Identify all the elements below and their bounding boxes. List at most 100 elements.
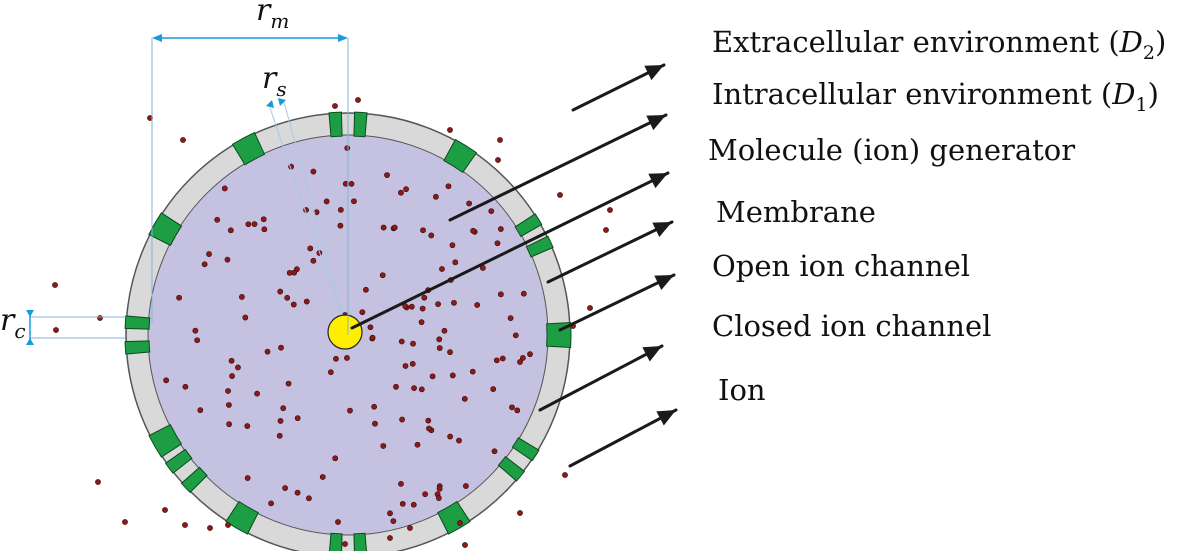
arrowhead: [656, 410, 676, 426]
ion: [333, 355, 339, 362]
arrowhead: [644, 65, 664, 81]
legend-open-channel: Open ion channel: [712, 249, 970, 283]
ion: [225, 402, 232, 408]
ion: [399, 416, 405, 423]
ion: [490, 386, 497, 392]
ion: [557, 192, 563, 198]
ion: [436, 345, 443, 351]
open-channel-right: [525, 235, 554, 258]
ion: [426, 425, 432, 432]
rc-dimension: rc: [0, 303, 125, 345]
rs-dimension: rs: [262, 61, 287, 108]
rm-dimension: rm: [151, 0, 349, 335]
arrow-membrane: [546, 220, 674, 284]
ion: [337, 222, 344, 229]
ion: [97, 315, 103, 321]
ion: [517, 510, 523, 516]
ion: [429, 373, 436, 380]
ion: [332, 455, 339, 462]
ion: [242, 314, 249, 321]
ion: [447, 349, 453, 356]
ion: [462, 483, 469, 489]
ion: [310, 168, 317, 175]
arrow-closed-channel: [538, 344, 664, 412]
ion: [393, 383, 399, 390]
ion: [327, 369, 334, 376]
ion: [451, 299, 457, 306]
open-channel-left: [328, 111, 343, 138]
ion: [520, 355, 526, 361]
ion: [251, 221, 258, 228]
arrow-ion: [568, 408, 678, 468]
ion: [462, 542, 468, 548]
closed-channel: [437, 500, 471, 535]
ion: [514, 407, 521, 414]
ion: [372, 420, 378, 427]
ion: [436, 336, 443, 343]
ion: [422, 491, 429, 498]
ion: [587, 305, 593, 311]
ion: [276, 432, 283, 439]
ion: [367, 324, 374, 331]
ion: [410, 501, 417, 508]
ion: [512, 332, 519, 339]
ion: [428, 232, 435, 239]
ion: [387, 535, 393, 541]
ion: [399, 500, 406, 507]
ion: [180, 137, 186, 143]
arrowhead: [654, 275, 674, 291]
ion: [497, 137, 503, 143]
ion: [238, 294, 245, 300]
ion: [402, 363, 409, 369]
ion: [225, 388, 231, 394]
ion: [494, 240, 501, 247]
ion: [53, 327, 59, 333]
ion: [290, 301, 297, 308]
ion: [408, 303, 415, 310]
legend-arrowheads: [642, 65, 676, 426]
ion: [277, 288, 284, 295]
ion: [306, 495, 312, 502]
ion: [268, 500, 274, 507]
ion: [245, 221, 252, 228]
arrow-generator: [350, 171, 670, 330]
ion: [344, 355, 350, 361]
ion: [420, 227, 426, 234]
ion: [228, 357, 235, 364]
ion: [491, 448, 498, 455]
rm-label: rm: [256, 0, 289, 33]
ion: [95, 479, 101, 485]
ion: [282, 485, 289, 491]
open-channel-left: [353, 532, 368, 551]
ion: [456, 437, 462, 444]
open-channel-left: [514, 213, 543, 238]
ion: [244, 475, 251, 481]
ion: [461, 395, 468, 402]
ions-layer: [52, 97, 613, 548]
ion: [280, 405, 287, 412]
open-channel-left: [124, 340, 151, 355]
ion: [457, 520, 463, 526]
arrowhead: [646, 115, 666, 131]
ion: [509, 404, 515, 411]
ion: [418, 386, 425, 393]
rs-label: rs: [262, 61, 287, 101]
ion: [452, 259, 459, 266]
ion: [310, 257, 317, 264]
ion: [344, 145, 351, 151]
ion: [488, 208, 495, 215]
ion: [384, 172, 390, 179]
ion: [264, 348, 271, 355]
ion: [507, 315, 514, 322]
ion: [332, 103, 338, 109]
ion: [441, 327, 448, 334]
legend-generator: Molecule (ion) generator: [708, 133, 1075, 167]
ion: [235, 364, 241, 371]
arrow-intracellular: [448, 113, 668, 222]
ion: [439, 266, 445, 272]
arrowhead: [648, 173, 668, 189]
ion: [390, 518, 397, 524]
open-channel-left: [511, 437, 540, 462]
ion: [371, 403, 378, 410]
ion: [303, 298, 310, 305]
